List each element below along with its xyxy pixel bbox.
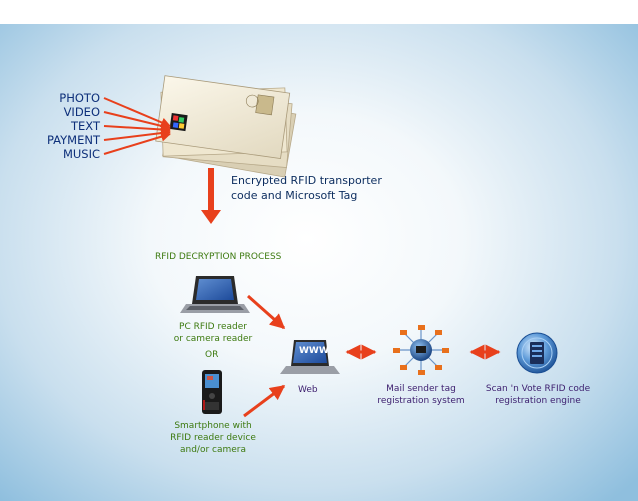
encrypted-caption: Encrypted RFID transporter code and Micr… [231,173,382,203]
mail-label-line1: Mail sender tag [386,384,456,394]
media-label-payment: PAYMENT [46,133,100,147]
encrypted-caption-line2: code and Microsoft Tag [231,189,358,202]
web-label: Web [298,385,318,395]
encrypted-caption-line1: Encrypted RFID transporter [231,174,382,187]
media-label-photo: PHOTO [59,91,100,105]
pc-label: PC RFID reader or camera reader [168,321,258,345]
phone-label-line3: and/or camera [179,445,246,455]
diagram-canvas [0,24,638,501]
pc-label-line1: PC RFID reader [179,322,247,332]
engine-label-line2: registration engine [495,396,581,406]
phone-label: Smartphone with RFID reader device and/o… [163,420,263,456]
mail-registration-hub-icon [393,325,449,375]
process-title: RFID DECRYPTION PROCESS [155,252,282,262]
web-screen-text: WWW [299,346,329,356]
media-arrows [103,97,171,155]
media-label-video: VIDEO [63,105,100,119]
phone-to-web-arrow [243,384,286,418]
smartphone-icon [202,370,222,414]
mail-label: Mail sender tag registration system [371,383,471,407]
phone-label-line2: RFID reader device [170,433,256,443]
or-label: OR [205,350,219,360]
envelope-stack-icon [155,75,297,178]
media-label-music: MUSIC [62,147,100,161]
phone-label-line1: Smartphone with [174,421,252,431]
engine-label-line1: Scan 'n Vote RFID code [485,384,591,394]
pc-to-web-arrow [247,294,286,330]
web-laptop-icon [280,340,340,374]
pc-label-line2: or camera reader [173,334,253,344]
registration-engine-icon [516,332,558,374]
engine-label: Scan 'n Vote RFID code registration engi… [477,383,599,407]
media-label-text: TEXT [71,119,100,133]
pc-laptop-icon [180,276,250,313]
down-arrow-icon [201,168,221,224]
mail-label-line2: registration system [377,396,465,406]
